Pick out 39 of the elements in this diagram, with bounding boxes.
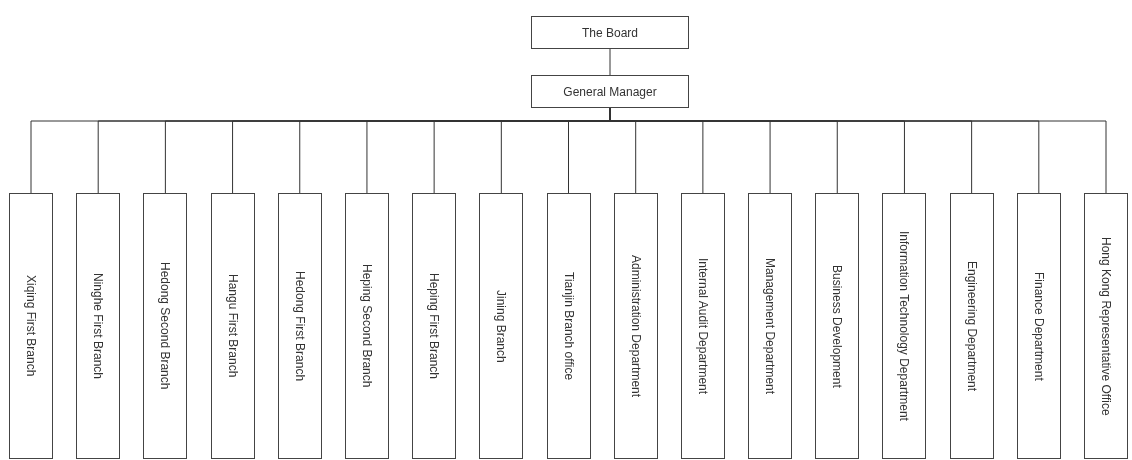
node-label: Xiqing First Branch [25, 275, 37, 377]
node-label: Ninghe First Branch [92, 272, 105, 379]
unit-box [76, 193, 121, 459]
unit-box [479, 193, 524, 459]
unit-box [680, 193, 725, 459]
unit-box [882, 193, 927, 459]
node-label: Internal Audit Department [696, 257, 709, 395]
node-label: Business Development [831, 264, 844, 388]
node-label: Engineering Department [965, 260, 978, 392]
node-label: Information Technology Department [898, 231, 911, 421]
node-label: Heping First Branch [428, 272, 441, 379]
node-label: Finance Department [1032, 271, 1045, 381]
node-label: Administration Department [629, 254, 642, 398]
unit-box [1016, 193, 1061, 459]
unit-box [613, 193, 658, 459]
unit-box [949, 193, 994, 459]
role-box [531, 16, 689, 49]
unit-box [412, 193, 457, 459]
unit-box [1084, 193, 1128, 459]
node-label: Heping Second Branch [360, 264, 373, 388]
unit-box [546, 193, 591, 459]
node-label: The Board [581, 24, 638, 42]
node-label: General Manager [563, 83, 657, 101]
unit-box [143, 193, 188, 459]
node-label: Management Department [764, 257, 777, 395]
node-label: Hedong Second Branch [159, 262, 172, 390]
unit-box [344, 193, 389, 459]
unit-box [210, 193, 255, 459]
node-label: Hangu First Branch [226, 274, 239, 378]
unit-box [9, 193, 53, 459]
role-box [531, 75, 689, 108]
unit-box [815, 193, 860, 459]
unit-box [277, 193, 322, 459]
node-label: Jining Branch [495, 289, 508, 363]
connector-line [609, 48, 611, 76]
node-label: Hong Kong Representative Office [1100, 236, 1112, 416]
node-label: Tianjin Branch office [562, 271, 575, 381]
node-label: Hedong First Branch [293, 270, 306, 382]
unit-box [748, 193, 793, 459]
